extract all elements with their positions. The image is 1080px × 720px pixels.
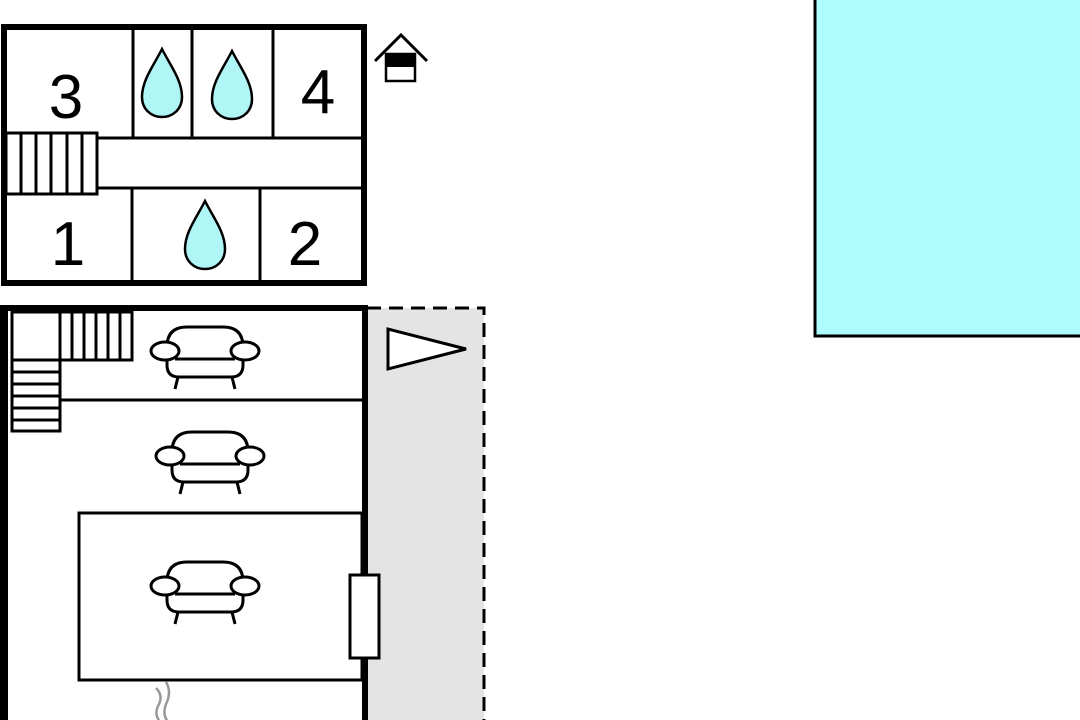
stairs-icon: [4, 131, 99, 196]
ground-floor: [0, 305, 486, 720]
armchair-icon: [149, 325, 261, 391]
room-label-4: 4: [301, 58, 335, 127]
house-floor-icon: [373, 32, 429, 83]
stairs-icon: [10, 310, 134, 433]
terrace-arrow-icon: [386, 327, 467, 371]
room-label-2: 2: [288, 210, 322, 279]
upper-floor: 3 4 1 2: [1, 24, 429, 286]
terrace: [367, 308, 484, 720]
pool: [813, 0, 1080, 338]
room-label-1: 1: [51, 210, 85, 279]
room-label-3: 3: [49, 63, 83, 132]
armchair-icon: [154, 430, 266, 496]
armchair-icon: [149, 560, 261, 626]
heater-icon: [155, 681, 171, 720]
window-icon: [348, 573, 381, 660]
